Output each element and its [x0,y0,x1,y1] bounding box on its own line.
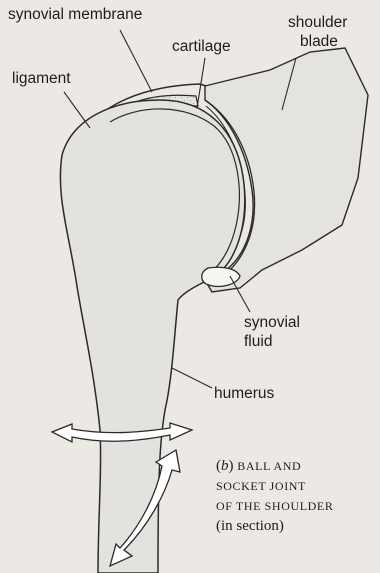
label-shoulder-line1: shoulder [288,14,347,32]
label-cartilage: cartilage [172,38,231,56]
caption-line1: (b) BALL AND [216,456,333,476]
leader-synovial-membrane [120,30,152,92]
label-blade-line2: blade [300,33,338,51]
caption-socket-joint: SOCKET JOINT [216,476,333,496]
leader-cartilage [197,58,205,108]
label-synovial: synovial [244,314,300,332]
label-ligament: ligament [12,70,71,88]
label-fluid: fluid [244,333,272,351]
caption-of-the-shoulder: OF THE SHOULDER [216,496,333,516]
caption-letter: b [221,458,229,474]
label-humerus: humerus [214,385,274,403]
caption-in-section: (in section) [216,516,333,536]
caption-ball-and: BALL AND [237,459,301,473]
leader-humerus [172,368,212,388]
label-synovial-membrane: synovial membrane [8,6,142,24]
figure-caption: (b) BALL AND SOCKET JOINT OF THE SHOULDE… [216,456,333,536]
leader-ligament [64,92,90,128]
caption-paren-close: ) [229,458,234,474]
